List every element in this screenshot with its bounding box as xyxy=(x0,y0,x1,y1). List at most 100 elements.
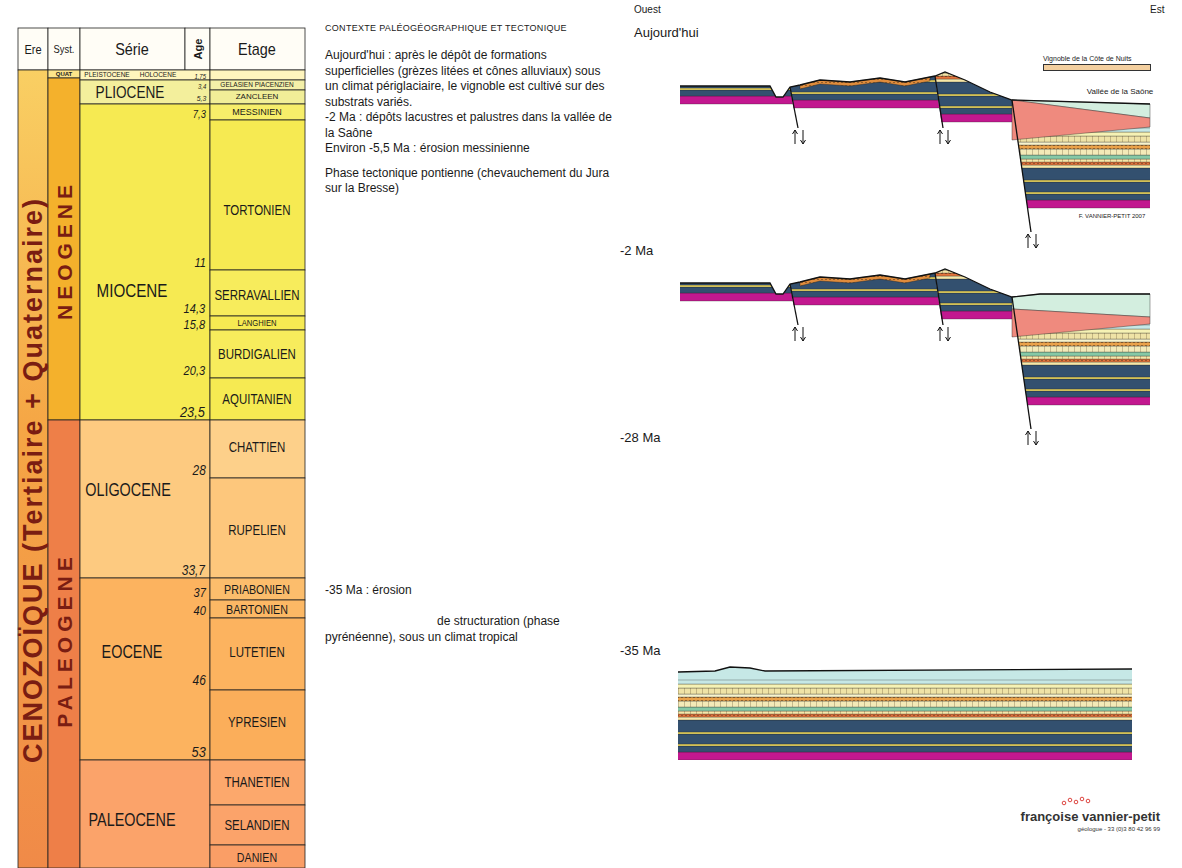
context-note: Environ -5,5 Ma : érosion messinienne xyxy=(325,141,617,157)
logo-dot xyxy=(1062,801,1066,805)
rock-texture xyxy=(600,73,1182,76)
rock-layer xyxy=(600,252,1182,255)
rock-layer xyxy=(600,256,1182,259)
series-cell xyxy=(80,80,210,104)
series-cell xyxy=(80,420,210,578)
rock-layer xyxy=(600,41,1182,45)
stage-name: GELASIEN PIACENZIEN xyxy=(220,82,293,89)
rock-layer xyxy=(600,291,1182,293)
rock-layer xyxy=(600,225,1182,229)
rock-layer xyxy=(600,239,1182,243)
rock-block xyxy=(600,181,1182,301)
fault-arrow xyxy=(801,327,806,341)
context-note: -2 Ma : dépôts lacustres et palustres da… xyxy=(325,110,617,141)
stage-cell xyxy=(210,70,305,80)
topography-line xyxy=(680,72,1150,104)
rock-layer xyxy=(600,359,1182,362)
rock-layer xyxy=(600,270,1182,273)
rock-layer xyxy=(600,142,1182,145)
rock-layer xyxy=(600,720,1182,732)
fault-line xyxy=(935,273,943,325)
series-name: HOLOCENE xyxy=(140,72,176,79)
superficial-deposit xyxy=(800,77,930,89)
rock-texture xyxy=(600,260,1182,266)
rock-block xyxy=(600,640,1182,760)
rock-layer xyxy=(600,717,1182,720)
stage-cell xyxy=(210,760,305,805)
series-name: PLEISTOCENE xyxy=(84,72,129,79)
header-cell xyxy=(18,28,48,70)
system-name: PALEOGENE xyxy=(54,552,75,727)
legend-label: Vignoble de la Côte de Nuits xyxy=(1043,55,1151,62)
topography-line xyxy=(678,667,1132,672)
logo-dot xyxy=(1086,799,1090,803)
time-label: -35 Ma xyxy=(620,644,660,657)
context-note: Phase tectonique pontienne (chevauchemen… xyxy=(325,166,617,197)
rock-texture xyxy=(600,697,1182,701)
place-label: Vallée de la Saône xyxy=(1087,88,1154,96)
rock-texture xyxy=(600,247,1182,253)
superficial-deposit xyxy=(800,274,930,286)
stage-name: SELANDIEN xyxy=(224,818,289,832)
rock-layer xyxy=(600,45,1182,51)
superficial-texture xyxy=(800,77,930,89)
stage-name: BARTONIEN xyxy=(226,603,288,616)
rock-texture xyxy=(600,238,1182,242)
era-cell xyxy=(18,70,48,868)
rock-layer xyxy=(600,149,1182,155)
stage-name: THANETIEN xyxy=(224,775,289,789)
time-label: -28 Ma xyxy=(620,431,660,444)
rock-layer xyxy=(600,391,1182,397)
age-value: 3,4 xyxy=(198,83,206,90)
fault-arrow xyxy=(1026,234,1031,248)
stage-name: DANIEN xyxy=(237,851,277,864)
column-header: Ere xyxy=(24,43,41,56)
rock-layer xyxy=(600,333,1182,339)
rock-texture xyxy=(600,233,1182,239)
rock-layer xyxy=(600,342,1182,346)
fault-arrow xyxy=(1034,234,1039,248)
stage-name: SERRAVALLIEN xyxy=(214,288,299,302)
age-value: 46 xyxy=(193,673,206,687)
rock-texture xyxy=(600,256,1182,259)
stage-cell xyxy=(210,330,305,378)
rock-block xyxy=(600,199,1182,319)
stage-name: MESSINIEN xyxy=(232,108,282,117)
rock-layer xyxy=(600,51,1182,55)
rock-texture xyxy=(600,242,1182,246)
rock-layer xyxy=(600,261,1182,273)
logo-contact: géologue - 33 (0)3 80 42 96 99 xyxy=(1078,826,1160,832)
direction-label: Est xyxy=(1150,5,1164,15)
fault-arrow xyxy=(938,130,943,144)
rock-layer xyxy=(600,289,1182,291)
rock-texture xyxy=(600,136,1182,142)
stage-name: BURDIGALIEN xyxy=(218,347,296,361)
rock-layer xyxy=(600,132,1182,136)
stage-name: LUTETIEN xyxy=(229,645,285,659)
stage-name: TORTONIEN xyxy=(224,203,291,217)
series-name: MIOCENE xyxy=(97,281,168,300)
rock-texture xyxy=(600,346,1182,352)
rock-layer xyxy=(600,256,1182,260)
rock-texture xyxy=(600,256,1182,260)
stage-cell xyxy=(210,805,305,845)
stage-cell xyxy=(210,270,305,316)
time-scale-table xyxy=(18,28,305,868)
legend-entry: Vignoble de la Côte de Nuits xyxy=(1043,55,1151,71)
fault-line xyxy=(1012,100,1031,232)
rock-layer xyxy=(600,45,1182,49)
series-cell xyxy=(80,70,210,80)
rock-layer xyxy=(600,680,1182,684)
rock-texture xyxy=(600,41,1182,45)
rock-layer xyxy=(600,239,1182,242)
rock-layer xyxy=(600,42,1182,45)
system-name: NEOGENE xyxy=(54,180,75,320)
rock-layer xyxy=(600,168,1182,180)
header-cell xyxy=(80,28,185,70)
rock-layer xyxy=(600,273,1182,276)
rock-layer xyxy=(600,329,1182,333)
rock-layer xyxy=(600,235,1182,238)
rock-layer xyxy=(600,362,1182,365)
rock-layer xyxy=(600,711,1182,714)
